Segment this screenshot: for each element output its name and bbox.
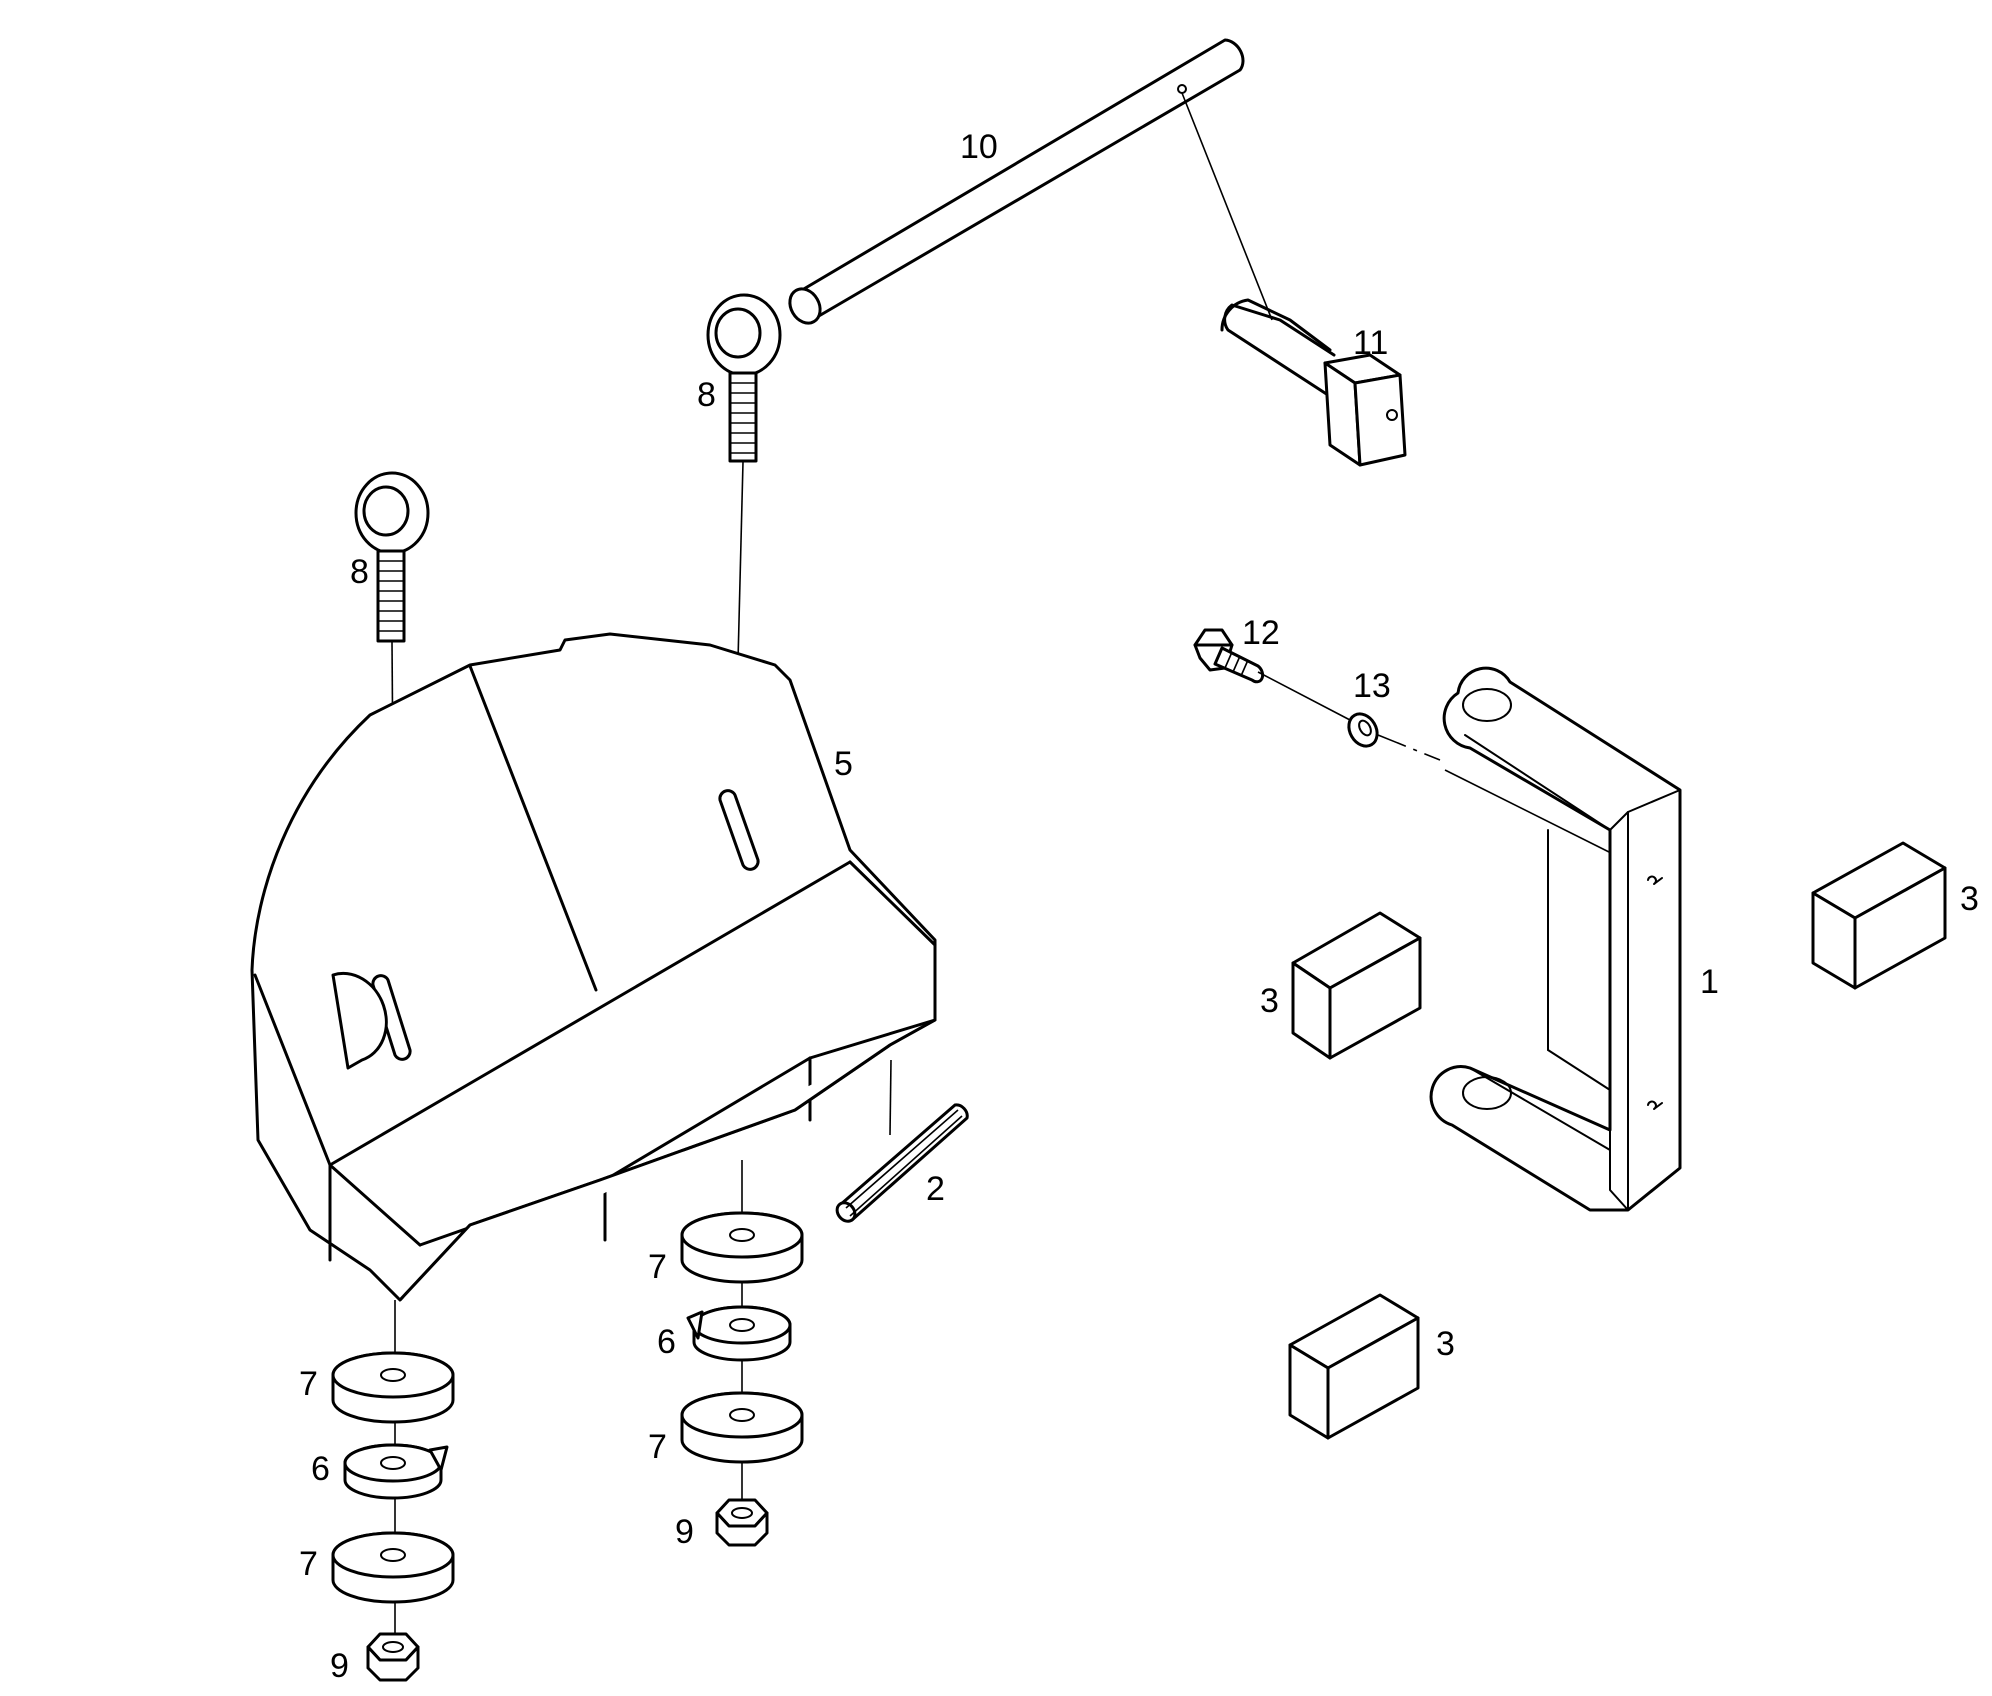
callout-7-center-upper: 7 bbox=[648, 1248, 667, 1286]
part-5-housing bbox=[250, 632, 937, 1302]
part-3-block-bottom bbox=[1288, 1293, 1420, 1440]
callout-10: 10 bbox=[960, 128, 998, 166]
callout-13: 13 bbox=[1353, 667, 1391, 705]
callout-3-left: 3 bbox=[1260, 982, 1279, 1020]
part-3-block-right bbox=[1811, 841, 1947, 990]
callout-6-center: 6 bbox=[657, 1323, 676, 1361]
part-8-eyebolt-upper bbox=[706, 293, 782, 781]
part-13-washer bbox=[1347, 712, 1616, 856]
callout-7-left-lower: 7 bbox=[299, 1545, 318, 1583]
callout-3-bottom: 3 bbox=[1436, 1325, 1455, 1363]
callout-6-left: 6 bbox=[311, 1450, 330, 1488]
callout-7-left-upper: 7 bbox=[299, 1365, 318, 1403]
fastener-stack-left bbox=[331, 1300, 455, 1682]
fastener-stack-center bbox=[680, 1160, 804, 1547]
callout-5: 5 bbox=[834, 745, 853, 783]
part-2-pin bbox=[835, 1103, 969, 1223]
callout-11: 11 bbox=[1353, 324, 1388, 362]
callout-8-lower: 8 bbox=[350, 553, 369, 591]
callout-9-left: 9 bbox=[330, 1647, 349, 1685]
part-12-bolt bbox=[1193, 628, 1351, 721]
part-1-bracket bbox=[1429, 666, 1682, 1212]
callout-2: 2 bbox=[926, 1170, 945, 1208]
callout-12: 12 bbox=[1242, 614, 1280, 652]
callout-3-right: 3 bbox=[1960, 880, 1979, 918]
callout-8-upper: 8 bbox=[697, 376, 716, 414]
callout-1: 1 bbox=[1700, 963, 1719, 1001]
part-11-padlock bbox=[1220, 298, 1407, 467]
part-8-eyebolt-lower bbox=[354, 471, 430, 1051]
callout-9-center: 9 bbox=[675, 1513, 694, 1551]
part-10-rod bbox=[788, 38, 1273, 325]
callout-7-center-lower: 7 bbox=[648, 1428, 667, 1466]
part-3-block-left bbox=[1291, 911, 1422, 1060]
